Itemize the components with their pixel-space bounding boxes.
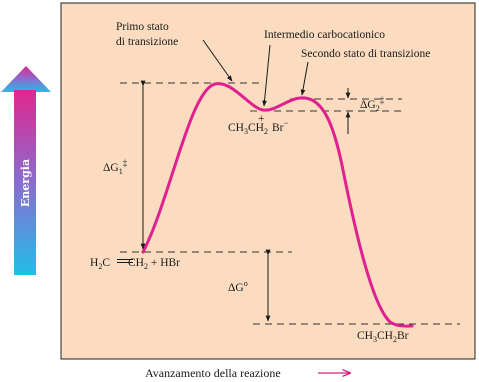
dg1-label: ΔG1‡ <box>103 158 128 176</box>
energy-axis-arrow <box>1 66 51 275</box>
energy-axis-label: Energia <box>19 159 32 207</box>
intermediate-leader-arrow <box>262 44 271 107</box>
ts2-label: Secondo stato di transizione <box>301 48 430 60</box>
product-label: CH3CH2Br <box>357 330 409 344</box>
ts1-leader-arrow <box>202 39 233 82</box>
ts1-label-line2: di transizione <box>116 36 178 48</box>
double-bond <box>117 259 133 263</box>
ts2-leader-arrow <box>300 61 309 96</box>
intermediate-label: Intermedio carbocationico <box>264 29 385 41</box>
x-axis-label: Avanzamento della reazione <box>145 366 281 380</box>
ts1-label-line1: Primo stato <box>116 21 169 33</box>
carbocation-plus: + <box>258 113 265 125</box>
dg0-label: ΔGo <box>228 279 248 294</box>
energy-curve <box>141 82 414 328</box>
dg2-label: ΔG2‡ <box>360 95 385 113</box>
